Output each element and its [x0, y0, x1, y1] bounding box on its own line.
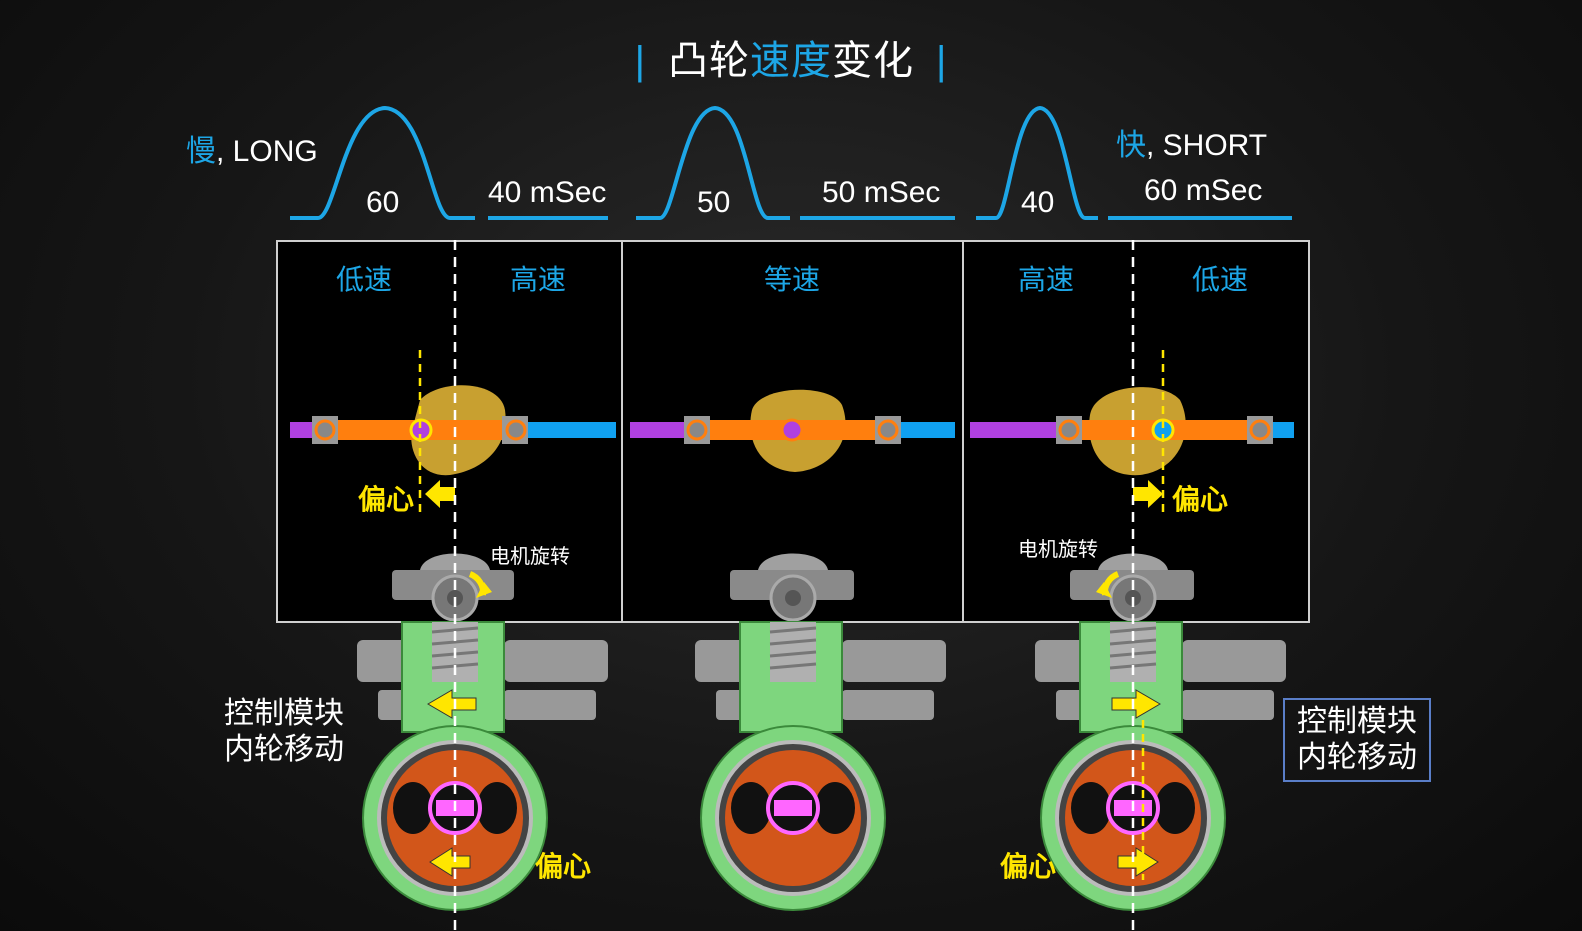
mechanism-middle	[695, 553, 946, 911]
peak-label-50: 50	[697, 186, 731, 219]
label-high-speed-right: 高速	[1018, 264, 1075, 295]
speed-label-slow: 慢, LONG	[186, 135, 318, 168]
page-title: |凸轮速度变化|	[634, 39, 948, 83]
label-low-speed-right: 低速	[1192, 264, 1249, 295]
motor-rotation-label-left: 电机旋转	[490, 546, 570, 568]
eccentric-label-right: 偏心	[1172, 484, 1229, 515]
motor-rotation-label-right: 电机旋转	[1018, 539, 1098, 561]
control-module-label-left: 控制模块 内轮移动	[224, 697, 344, 766]
label-high-speed-left: 高速	[510, 264, 567, 295]
speed-label-fast: 快, SHORT	[1116, 129, 1268, 162]
label-low-speed-left: 低速	[336, 264, 393, 295]
label-constant-speed: 等速	[764, 264, 821, 295]
waveform-left	[290, 105, 608, 220]
peak-label-60: 60	[366, 186, 400, 219]
eccentric-label-bottom-left: 偏心	[535, 851, 592, 882]
gap-label-60: 60 mSec	[1144, 174, 1263, 207]
control-module-label-right: 控制模块 内轮移动	[1283, 698, 1431, 782]
waveform-right	[976, 105, 1292, 220]
peak-label-40: 40	[1021, 186, 1055, 219]
linkage-left	[290, 350, 616, 512]
gap-label-40: 40 mSec	[488, 176, 607, 209]
waveform-middle	[636, 105, 955, 220]
eccentric-label-left: 偏心	[358, 484, 415, 515]
linkage-right	[970, 350, 1294, 512]
gap-label-50: 50 mSec	[822, 176, 941, 209]
eccentric-label-bottom-right: 偏心	[1000, 851, 1057, 882]
linkage-middle	[630, 389, 955, 472]
